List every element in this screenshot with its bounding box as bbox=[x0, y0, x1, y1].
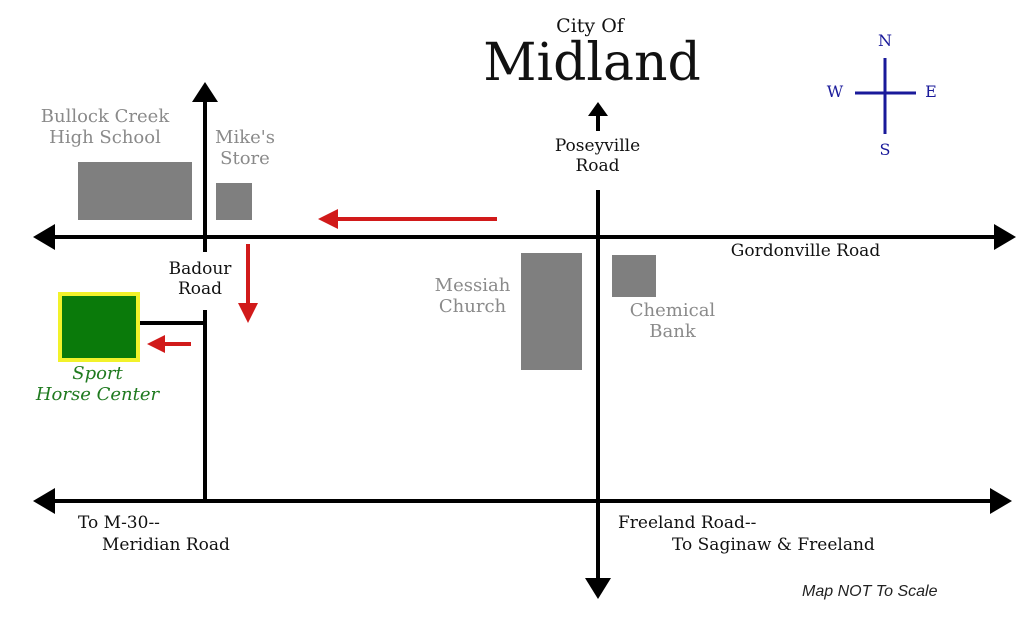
destination-line1: Sport bbox=[72, 363, 123, 384]
title-prefix: City Of bbox=[556, 15, 624, 37]
chemical-bank-building bbox=[612, 255, 656, 297]
route-arrow-destination bbox=[147, 335, 191, 353]
mikes-line2: Store bbox=[220, 147, 270, 169]
poseyville-line2: Road bbox=[575, 155, 620, 176]
meridian-freeland-road bbox=[33, 488, 1012, 514]
meridian-road-label-2: Meridian Road bbox=[102, 535, 230, 555]
poseyville-road bbox=[585, 102, 611, 599]
chemical-line2: Bank bbox=[649, 320, 696, 342]
bullock-creek-building bbox=[78, 162, 192, 220]
gordonville-road bbox=[33, 224, 1016, 250]
compass-icon bbox=[855, 58, 916, 134]
chemical-line1: Chemical bbox=[629, 300, 716, 321]
compass-n: N bbox=[878, 31, 892, 50]
bullock-line2: High School bbox=[49, 126, 161, 148]
compass-s: S bbox=[879, 140, 891, 159]
messiah-line1: Messiah bbox=[434, 275, 511, 296]
freeland-road-label-1: Freeland Road-- bbox=[618, 513, 757, 533]
destination-line2: Horse Center bbox=[35, 383, 160, 405]
badour-line1: Badour bbox=[168, 259, 232, 279]
title-city: Midland bbox=[483, 33, 701, 93]
bullock-line1: Bullock Creek bbox=[40, 106, 170, 127]
badour-road bbox=[137, 82, 218, 503]
meridian-road-label-1: To M-30-- bbox=[78, 513, 160, 533]
messiah-church-building bbox=[521, 253, 582, 370]
messiah-line2: Church bbox=[438, 295, 507, 317]
freeland-road-label-2: To Saginaw & Freeland bbox=[672, 535, 875, 555]
scale-note: Map NOT To Scale bbox=[802, 583, 938, 600]
badour-line2: Road bbox=[177, 278, 223, 299]
sport-horse-center-building[interactable] bbox=[58, 292, 140, 362]
mikes-store-building bbox=[216, 183, 252, 220]
route-arrow-west bbox=[318, 209, 497, 229]
compass-e: E bbox=[925, 82, 937, 101]
gordonville-road-label: Gordonville Road bbox=[730, 241, 881, 261]
compass-w: W bbox=[826, 82, 844, 101]
mikes-line1: Mike's bbox=[215, 127, 275, 148]
poseyville-line1: Poseyville bbox=[554, 136, 641, 156]
route-arrow-south bbox=[238, 244, 258, 323]
